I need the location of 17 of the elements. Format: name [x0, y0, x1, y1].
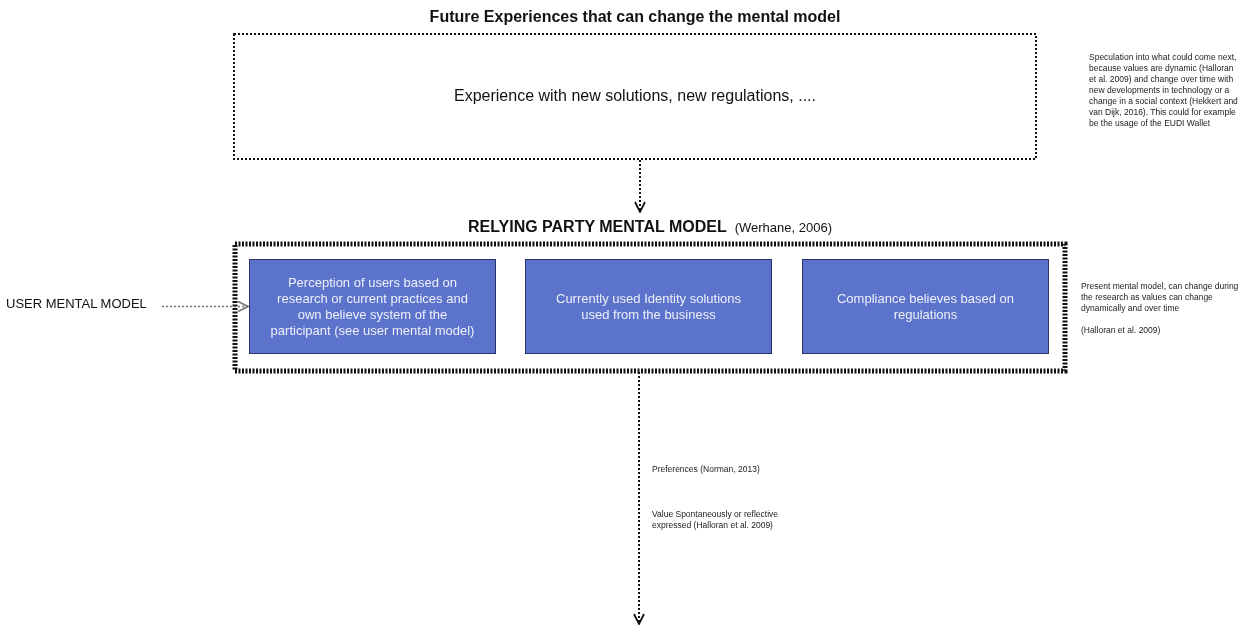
box-text: Experience with new solutions, new regulations, ....	[453, 86, 817, 105]
group-heading: RELYING PARTY MENTAL MODEL	[468, 218, 727, 236]
arrow	[633, 371, 645, 625]
citation: (Werhane, 2006)	[734, 220, 832, 235]
content-box: Compliance believes based on regulations	[802, 259, 1049, 354]
content-box: Perception of users based on research or current practices and own believe system of the participant (see user mental model)	[249, 259, 496, 354]
annotation: Speculation into what could come next, because values are dynamic (Halloran et al. 2009) and change over time with new developments in technology or a change in a social context (Hekkert and van Dijk, 2016). This could for example be the usage of the EUDI Wallet	[1089, 52, 1239, 129]
arrow	[634, 159, 646, 213]
side-note: Present mental model, can change during the research as values can change dynamically and over time	[1081, 281, 1240, 314]
dotted-frame	[233, 8, 1037, 160]
annotation: Preferences (Norman, 2013)	[652, 464, 761, 475]
side-note: (Halloran et al. 2009)	[1081, 325, 1162, 336]
annotation: Value Spontaneously or reflective expressed (Halloran et al. 2009)	[652, 509, 779, 531]
content-box: Currently used Identity solutions used from the business	[525, 259, 772, 354]
arrow	[161, 300, 249, 313]
text-label: USER MENTAL MODEL	[6, 294, 156, 314]
title: Future Experiences that can change the mental model	[428, 8, 842, 26]
